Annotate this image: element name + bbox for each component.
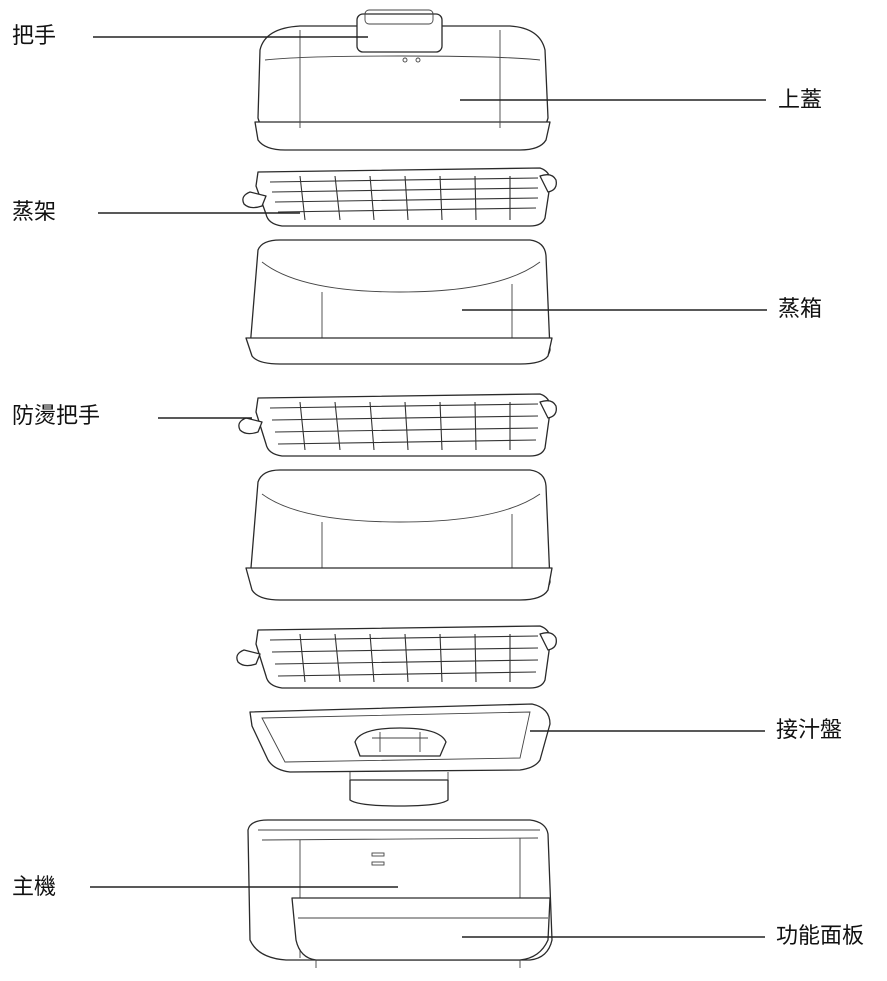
steam-rack-middle: [238, 393, 557, 457]
label-control-panel: 功能面板: [776, 924, 865, 949]
steam-rack-bottom: [236, 625, 557, 689]
steam-box-upper: [245, 239, 553, 365]
label-drip-tray: 接汁盤: [776, 718, 843, 743]
label-steam-rack: 蒸架: [12, 200, 57, 225]
label-handle: 把手: [12, 24, 57, 49]
lid-part: [254, 9, 551, 151]
label-heat-proof-handle: 防燙把手: [12, 404, 101, 429]
steam-rack-top: [242, 167, 557, 227]
label-lid: 上蓋: [778, 88, 823, 113]
label-steam-box: 蒸箱: [778, 297, 823, 322]
drip-tray-part: [249, 703, 551, 807]
label-main-unit: 主機: [12, 875, 57, 900]
steam-box-lower: [245, 469, 553, 601]
main-unit-part: [247, 819, 553, 968]
